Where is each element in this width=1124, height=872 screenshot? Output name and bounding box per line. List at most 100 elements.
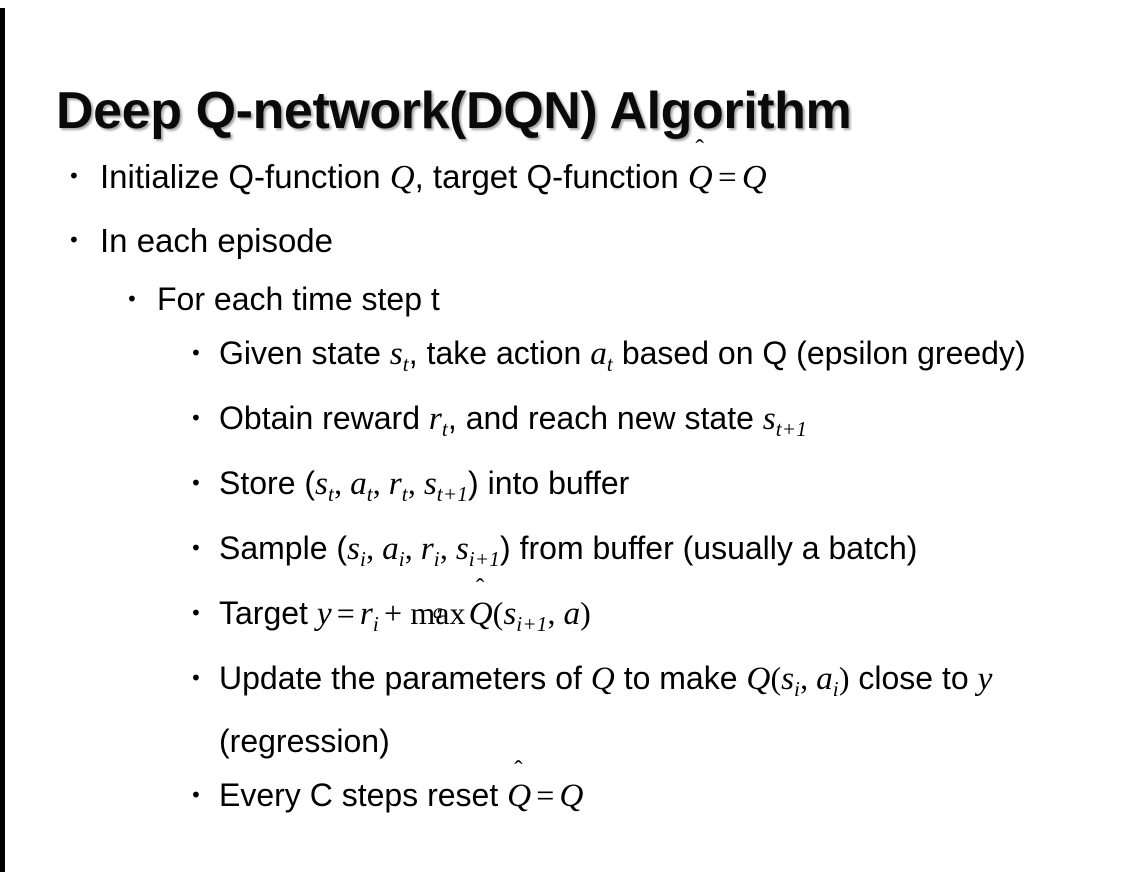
list-item-initialize-q-function: • Initialize Q-function Q, target Q-func…	[0, 135, 1124, 209]
subscript-t: t	[441, 416, 448, 441]
subscript-i-plus-1: i+1	[516, 611, 548, 636]
text-fragment: , target Q-function	[414, 158, 688, 195]
list-item-given-state-take-action: • Given state st, take action at based o…	[0, 327, 1124, 390]
symbol-s: s	[762, 399, 776, 437]
symbol-s: s	[423, 464, 437, 502]
subscript-t: t	[327, 481, 335, 506]
text-fragment: Target	[219, 594, 317, 631]
subscript-i-plus-1: i+1	[468, 546, 501, 571]
symbol-y: y	[977, 659, 993, 697]
operator-equals: =	[717, 160, 737, 196]
subscript-t: t	[402, 351, 409, 376]
max-subscript-a: a	[432, 600, 443, 623]
text-fragment: Store (	[219, 464, 316, 501]
list-item-in-each-episode: • In each episode	[0, 210, 1124, 271]
symbol-s: s	[389, 335, 403, 372]
bullet-marker: •	[190, 341, 202, 365]
symbol-a: a	[816, 659, 833, 697]
list-item-text: Store (st, at, rt, st+1) into buffer	[219, 457, 1090, 520]
subscript-i: i	[433, 546, 440, 571]
symbol-r: r	[420, 529, 434, 567]
symbol-y: y	[316, 594, 332, 632]
symbol-a: a	[563, 594, 581, 632]
subscript-i: i	[832, 676, 839, 701]
list-item-update-parameters: • Update the parameters of Q to make Q(s…	[0, 652, 1124, 767]
paren-open: (	[492, 594, 504, 631]
subscript-t-plus-1: t+1	[436, 481, 469, 506]
symbol-r: r	[359, 594, 373, 632]
separator-comma: ,	[800, 659, 817, 696]
list-item-obtain-reward: • Obtain reward rt, and reach new state …	[0, 392, 1124, 455]
symbol-q: Q	[559, 776, 584, 814]
text-fragment: ) from buffer (usually a batch)	[500, 529, 918, 566]
page-title: Deep Q-network(DQN) Algorithm	[56, 81, 852, 140]
list-item-text: For each time step t	[157, 281, 440, 317]
text-fragment: to make	[614, 659, 747, 696]
text-fragment: , take action	[408, 335, 591, 371]
symbol-s: s	[455, 529, 469, 567]
bullet-marker: •	[190, 782, 202, 807]
text-fragment: (regression)	[219, 722, 390, 759]
text-fragment: Every C steps reset	[219, 776, 508, 813]
text-fragment: Given state	[219, 335, 390, 371]
list-item-text: Given state st, take action at based on …	[219, 327, 1090, 390]
subscript-t: t	[401, 481, 408, 506]
list-item-text: Obtain reward rt, and reach new state st…	[219, 392, 1090, 455]
symbol-s: s	[503, 594, 517, 632]
bullet-list: • Initialize Q-function Q, target Q-func…	[0, 135, 1124, 822]
separator-comma: ,	[372, 464, 389, 501]
symbol-r: r	[388, 464, 402, 502]
subscript-i: i	[360, 546, 367, 571]
symbol-q: Q	[741, 158, 767, 196]
symbol-q: Q	[590, 659, 615, 697]
bullet-marker: •	[190, 535, 202, 560]
symbol-q: Q	[468, 594, 493, 632]
bullet-marker: •	[190, 600, 202, 625]
subscript-i: i	[794, 676, 801, 701]
paren-open: (	[770, 659, 782, 696]
left-edge-rule	[0, 8, 5, 872]
bullet-marker: •	[126, 287, 138, 311]
symbol-q: Q	[746, 659, 771, 697]
bullet-marker: •	[190, 470, 202, 495]
text-fragment: , and reach new state	[447, 399, 763, 436]
symbol-q: Q	[687, 158, 713, 196]
paren-close: )	[580, 594, 591, 631]
bullet-marker: •	[68, 164, 80, 188]
operator-plus: +	[384, 594, 403, 631]
separator-comma: ,	[407, 464, 424, 501]
text-fragment: Obtain reward	[219, 399, 429, 436]
subscript-i: i	[398, 546, 405, 571]
text-fragment: close to	[849, 659, 978, 696]
bullet-marker: •	[68, 228, 80, 252]
list-item-sample-from-buffer: • Sample (si, ai, ri, si+1) from buffer …	[0, 522, 1124, 585]
text-fragment: based on Q (epsilon greedy)	[612, 335, 1026, 371]
symbol-a: a	[382, 529, 399, 567]
paren-close: )	[838, 659, 850, 696]
symbol-s: s	[781, 659, 795, 697]
symbol-a: a	[350, 464, 367, 502]
separator-comma: ,	[547, 594, 564, 631]
subscript-t: t	[366, 481, 373, 506]
text-fragment: Update the parameters of	[219, 659, 591, 696]
list-item-text: Sample (si, ai, ri, si+1) from buffer (u…	[219, 522, 1090, 585]
symbol-q: Q	[507, 776, 532, 814]
symbol-q: Q	[389, 158, 415, 196]
symbol-s: s	[315, 464, 328, 502]
separator-comma: ,	[366, 529, 383, 566]
list-item-text: In each episode	[100, 222, 334, 259]
subscript-t-plus-1: t+1	[775, 416, 807, 441]
subscript-i: i	[372, 611, 379, 636]
list-item-text: Update the parameters of Q to make Q(si,…	[219, 652, 1090, 767]
symbol-s: s	[347, 529, 360, 567]
list-item-store-into-buffer: • Store (st, at, rt, st+1) into buffer	[0, 457, 1124, 520]
text-fragment: Initialize Q-function	[100, 158, 390, 195]
